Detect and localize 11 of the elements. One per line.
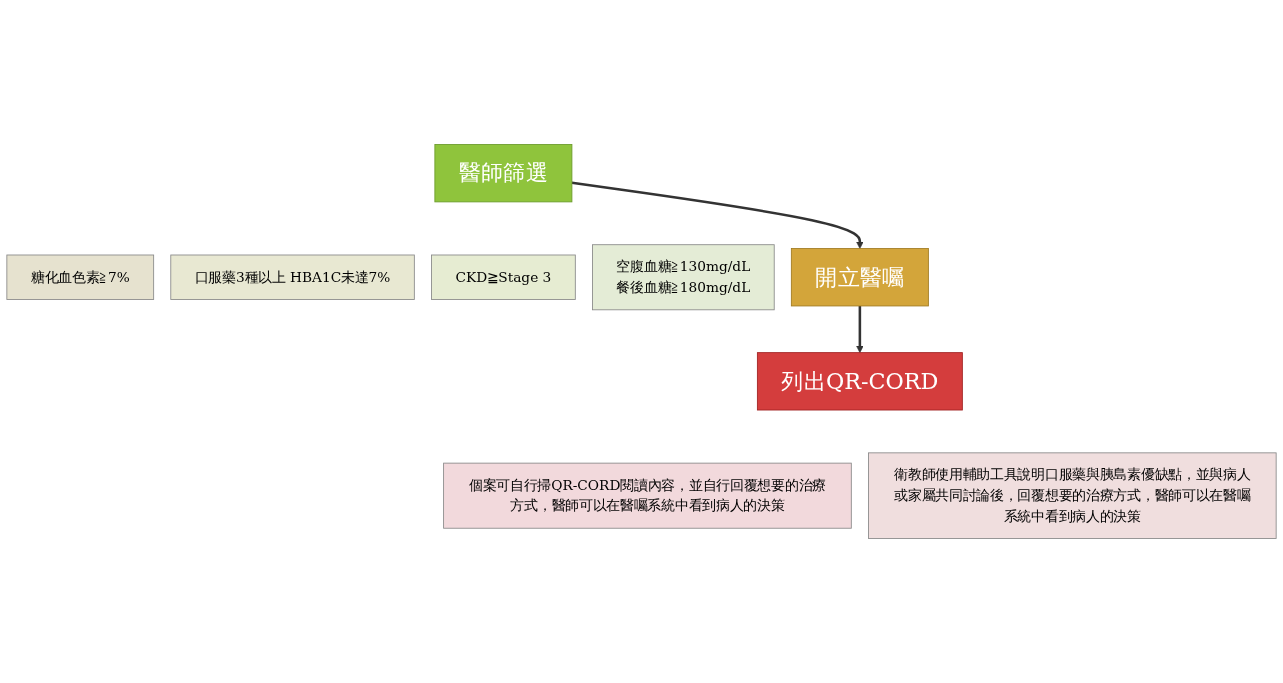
node-box: 衛教師使用輔助工具說明口服藥與胰島素優缺點，並與病人或家屬共同討論後，回覆想要的治療方式，醫師可以在醫囑系統中看到病人的決策 <box>868 452 1277 539</box>
node-box: 列出QR-CORD <box>756 352 963 411</box>
node-box: 開立醫囑 <box>790 248 929 307</box>
node-box: 糖化血色素≧7% <box>6 254 155 300</box>
node-box: 個案可自行掃QR-CORD閱讀內容，並自行回覆想要的治療方式，醫師可以在醫囑系統中看到病人的決策 <box>443 462 852 529</box>
node-box: CKD≧Stage 3 <box>431 254 576 300</box>
node-box: 醫師篩選 <box>434 144 573 203</box>
node-box: 口服藥3種以上 HBA1C未達7% <box>170 254 415 300</box>
node-box: 空腹血糖≧130mg/dL 餐後血糖≧180mg/dL <box>592 244 775 311</box>
arrow <box>856 305 864 353</box>
arrow <box>571 181 864 249</box>
